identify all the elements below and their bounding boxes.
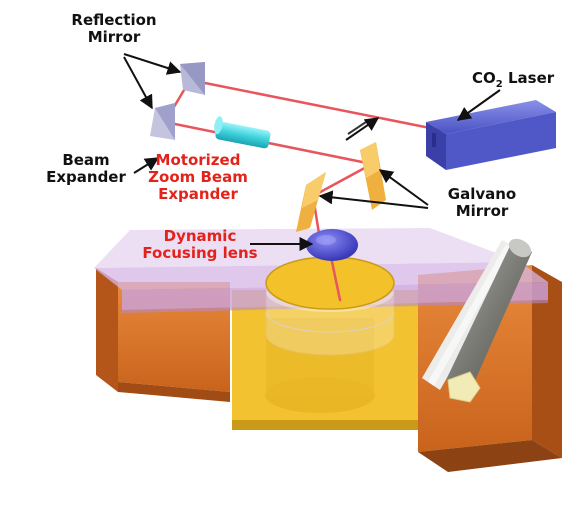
dynamic-focusing-label: Dynamic Focusing lens — [138, 228, 262, 262]
galvano-mirror-left — [296, 172, 326, 232]
powder-bed — [265, 256, 395, 356]
arrow-beam-splitter — [345, 117, 380, 141]
beam-expander-line-1: Beam — [62, 151, 110, 169]
reflection-mirror-label: Reflection Mirror — [54, 12, 174, 46]
reflection-mirror-line-2: Mirror — [87, 28, 141, 46]
reflection-mirror-bottom — [150, 103, 175, 140]
arrow-galvano-left — [318, 190, 429, 209]
beam-expander-tube — [214, 116, 271, 149]
galvano-mirror-label: Galvano Mirror — [432, 186, 532, 220]
arrow-beam-expander — [133, 157, 160, 174]
reflection-mirror-top — [180, 62, 205, 95]
build-piston — [232, 290, 418, 430]
motorized-zoom-line-3: Expander — [158, 185, 238, 203]
reflection-mirror-line-1: Reflection — [71, 11, 157, 29]
focusing-lens — [306, 229, 358, 261]
galvano-mirror-line-2: Mirror — [455, 202, 509, 220]
beam-expander-label: Beam Expander — [40, 152, 132, 186]
dynamic-focusing-line-2: Focusing lens — [142, 244, 258, 262]
galvano-mirror-line-1: Galvano — [447, 185, 517, 203]
beam-expander-line-2: Expander — [46, 168, 126, 186]
arrow-reflection-top — [123, 53, 182, 75]
arrow-reflection-bottom — [123, 56, 153, 110]
dynamic-focusing-line-1: Dynamic — [163, 227, 237, 245]
motorized-zoom-label: Motorized Zoom Beam Expander — [136, 152, 260, 203]
arrow-galvano-right — [378, 169, 429, 206]
motorized-zoom-line-2: Zoom Beam — [148, 168, 248, 186]
roller — [422, 238, 532, 403]
motorized-zoom-line-1: Motorized — [155, 151, 241, 169]
galvano-mirror-right — [360, 142, 386, 210]
co2-laser-suffix: Laser — [502, 69, 555, 87]
beam-splitter — [347, 121, 367, 135]
co2-laser-prefix: CO — [472, 69, 496, 87]
co2-laser-body — [426, 100, 556, 170]
co2-laser-subscript: 2 — [495, 79, 503, 90]
annotation-arrows — [123, 53, 501, 251]
co2-laser-label: CO2 Laser — [472, 69, 555, 90]
arrow-co2-laser — [456, 89, 501, 121]
